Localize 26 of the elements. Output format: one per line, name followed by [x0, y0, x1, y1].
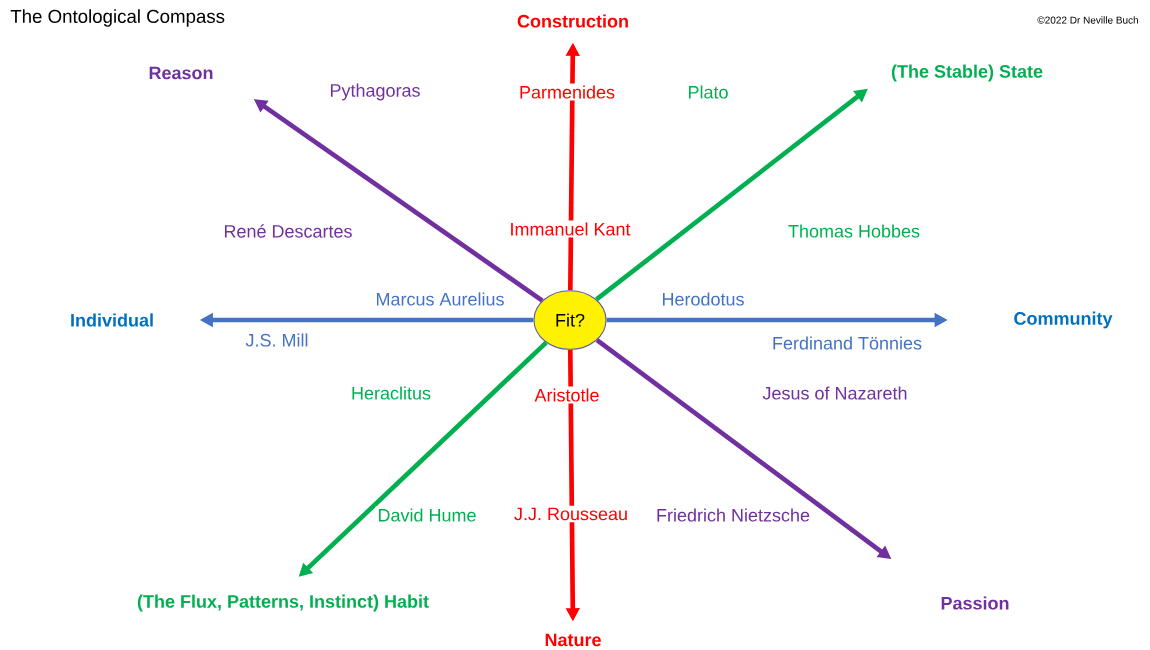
name-label: Aristotle [532, 386, 602, 404]
name-label: David Hume [375, 506, 479, 524]
direction-label: Construction [517, 14, 628, 28]
title: The Ontological Compass [10, 9, 225, 27]
direction-label: (The Stable) State [891, 64, 1043, 82]
name-label: Marcus Aurelius [373, 290, 507, 308]
copyright-note: ©2022 Dr Neville Buch [1035, 14, 1141, 26]
name-label: Herodotus [659, 290, 747, 308]
name-label: Ferdinand Tönnies [769, 334, 925, 352]
name-label: Plato [685, 83, 731, 101]
direction-label: Nature [545, 633, 601, 647]
direction-label: (The Flux, Patterns, Instinct) Habit [137, 594, 429, 612]
name-label: J.J. Rousseau [512, 505, 631, 523]
direction-label: Passion [941, 596, 1009, 610]
name-label: Parmenides [517, 83, 618, 101]
name-label: J.S. Mill [243, 331, 311, 349]
name-label: Pythagoras [327, 81, 423, 103]
direction-label: Reason [149, 66, 213, 80]
direction-label: Individual [71, 313, 153, 327]
name-label: Thomas Hobbes [786, 222, 923, 240]
name-label: Immanuel Kant [507, 220, 633, 238]
name-label: René Descartes [221, 222, 355, 240]
name-label: Heraclitus [349, 384, 433, 402]
direction-label: Community [1014, 311, 1113, 329]
name-label: Friedrich Nietzsche [654, 506, 813, 524]
name-label: Jesus of Nazareth [760, 384, 910, 402]
